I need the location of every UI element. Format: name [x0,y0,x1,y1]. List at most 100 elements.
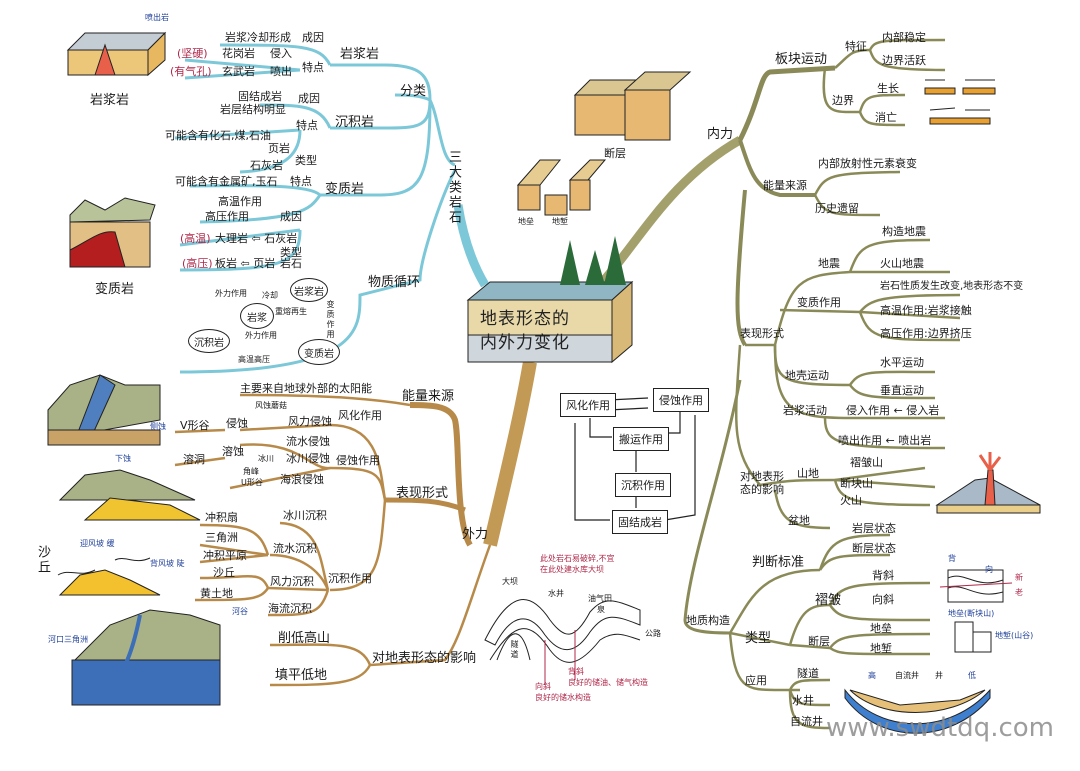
diagram-syncline-mark: 向 [985,565,993,574]
plate-feature-label: 特征 [845,40,867,53]
fold-strata-illustration [939,569,1013,603]
glacier: 冰川 [258,454,274,463]
diagram-artesian: 自流井 [895,671,919,680]
marble-note: (高温) [180,232,211,245]
metamorphism-1: 岩石性质发生改变,地表形态不变 [880,281,1024,292]
applications: 应用 [745,674,767,687]
horst: 地垒 [870,622,892,635]
fold-syncline-note: 良好的储水构造 [535,693,591,702]
dissolution: 溶蚀 [222,445,244,458]
volcano-illustration [935,452,1041,514]
alluvial-fan: 冲积扇 [205,511,238,524]
horizontal-movement: 水平运动 [880,356,924,369]
fault: 断层 [808,635,830,648]
cycle-magma: 岩浆 [240,303,274,329]
fill-lowlands: 填平低地 [275,668,328,683]
cycle-external1: 外力作用 [215,289,247,298]
fold-road: 公路 [645,629,661,638]
metamorphic-block-label: 变质岩 [95,282,135,297]
fold-spring: 泉 [597,605,605,614]
internal-energy2: 历史遗留 [815,202,859,215]
magma-activity: 岩浆活动 [783,404,827,417]
igneous-node: 岩浆岩 [340,47,380,62]
flow-weathering: 风化作用 [560,393,616,417]
central-topic: 地表形态的 内外力变化 [468,282,630,362]
cave: 溶洞 [183,453,205,466]
delta-label: 河口三角洲 [48,635,88,644]
app-artesian: 自流井 [790,715,823,728]
sedimentary-type-label: 类型 [295,154,317,167]
sedimentary-feature-label: 特点 [296,119,318,132]
fold-dam: 大坝 [502,577,518,586]
fault-illustration [573,71,692,141]
cycle-cooling: 冷却 [262,291,278,300]
marble: 大理岩 ⇦ 石灰岩 [215,232,298,245]
central-title-line1: 地表形态的 [480,309,570,329]
lower-mountains: 削低高山 [278,631,331,646]
glacier-deposition: 冰川沉积 [283,509,327,522]
app-tunnel: 隧道 [797,667,819,680]
slate: 板岩 ⇦ 页岩 [215,257,276,270]
metamorphic-block-illustration [69,197,156,268]
rocks-root: 三大类岩石 [446,150,461,225]
horn: 角峰 [243,467,259,476]
rock-branch-lines [174,43,489,374]
diagram-high: 高 [868,671,876,680]
diagram-well: 井 [935,671,943,680]
fold-oil: 油气田 [588,594,612,603]
plate-movement: 板块运动 [775,52,828,67]
granite-note: (坚硬) [177,47,208,60]
plate-stable: 内部稳定 [882,31,926,44]
center-block-illustration [466,236,634,364]
plate-boundary: 边界 [832,94,854,107]
sedimentary-origin-label: 成因 [298,92,320,105]
igneous-origin-label: 成因 [302,31,324,44]
criteria-1: 岩层状态 [852,522,896,535]
u-valley: U形谷 [241,478,263,487]
sedimentary-type1: 页岩 [268,142,290,155]
sedimentary-feature1: 岩层结构明显 [220,103,286,116]
cycle-high-tp: 高温高压 [238,355,270,364]
igneous-block-illustration [66,31,167,77]
fault-block-label: 断层 [604,147,626,160]
syncline: 向斜 [872,593,894,606]
cycle-metamorphic: 变质岩 [298,339,340,365]
cycle-metamorphism: 变质作用 [326,300,335,340]
basalt: 玄武岩 [222,65,255,78]
metamorphism: 变质作用 [797,296,841,309]
igneous-block-label: 岩浆岩 [90,93,130,108]
rocks-classify: 分类 [400,84,427,99]
granite: 花岗岩 [222,47,255,60]
delta-illustration [71,609,221,706]
dunes: 沙丘 [213,566,235,579]
criteria: 判断标准 [752,555,805,570]
erosion-small: 侵蚀 [226,417,248,430]
plate-growth: 生长 [877,82,899,95]
metamorphic-feature-label: 特点 [290,175,312,188]
plate-subduction: 消亡 [875,111,897,124]
fold-anticline-note: 良好的储油、储气构造 [568,678,648,687]
valley-illustration [47,374,161,446]
metamorphic-node: 变质岩 [325,182,365,197]
water-erosion: 流水侵蚀 [286,435,330,448]
v-valley: V形谷 [180,419,210,432]
external-branch-lines [174,360,537,687]
metamorphic-origin2: 高压作用 [205,210,249,223]
anticline: 背斜 [872,569,894,582]
windward-label: 迎风坡 缓 [80,539,115,548]
flow-lithification: 固结成岩 [612,510,668,534]
internal-impact-label: 对地表形态的影响 [740,470,784,497]
basalt-note: (有气孔) [170,65,212,78]
diagram-graben: 地堑(山谷) [995,631,1034,640]
fold: 褶皱 [815,593,842,608]
fold-tunnel: 隧道 [510,640,519,660]
volcanic-quake: 火山地震 [880,257,924,270]
fold-syncline: 向斜 [535,682,551,691]
dune-label: 沙丘 [35,545,50,575]
graben-label: 地堑 [552,217,568,226]
erosion: 侵蚀作用 [336,454,380,467]
diagram-low: 低 [968,671,976,680]
metamorphic-feature: 可能含有金属矿,玉石 [175,175,278,188]
external-impact-label: 对地表形态的影响 [372,651,477,666]
wind-erosion: 风力侵蚀 [288,415,332,428]
